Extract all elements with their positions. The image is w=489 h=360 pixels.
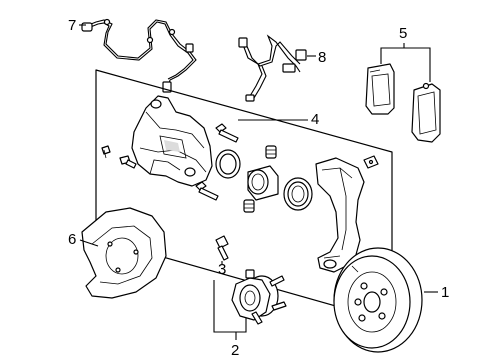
hub-bearing-assembly <box>231 269 287 325</box>
mounting-bolt-small <box>119 155 137 169</box>
leader-6 <box>79 239 99 247</box>
callout-7: 7 <box>68 17 76 34</box>
leader-2 <box>213 280 247 333</box>
bleeder-screw <box>101 145 111 159</box>
brake-hose <box>238 34 307 102</box>
guide-pin-boot-lower <box>243 199 255 213</box>
splash-shield <box>81 207 167 299</box>
hub-bolt <box>215 235 229 261</box>
callout-2: 2 <box>231 342 239 359</box>
guide-pin-boot-upper <box>265 145 277 159</box>
callout-8: 8 <box>318 49 326 66</box>
bracket-clip <box>363 155 379 169</box>
callout-3: 3 <box>218 261 226 278</box>
callout-1: 1 <box>441 284 449 301</box>
callout-5: 5 <box>399 25 407 42</box>
piston-seal <box>215 149 241 179</box>
caliper-bracket <box>315 157 365 273</box>
caliper-body <box>131 95 213 187</box>
brake-rotor <box>333 247 423 353</box>
brake-pad-outer <box>411 82 441 143</box>
caliper-piston <box>247 165 279 201</box>
caliper-bolt-upper <box>215 123 239 143</box>
abs-sensor-harness <box>81 18 197 93</box>
callout-4: 4 <box>311 111 319 128</box>
leader-5 <box>380 47 431 82</box>
brake-pad-inner <box>365 63 395 115</box>
callout-6: 6 <box>68 231 76 248</box>
piston-dust-boot <box>283 177 313 211</box>
caliper-bolt-lower <box>195 181 219 201</box>
